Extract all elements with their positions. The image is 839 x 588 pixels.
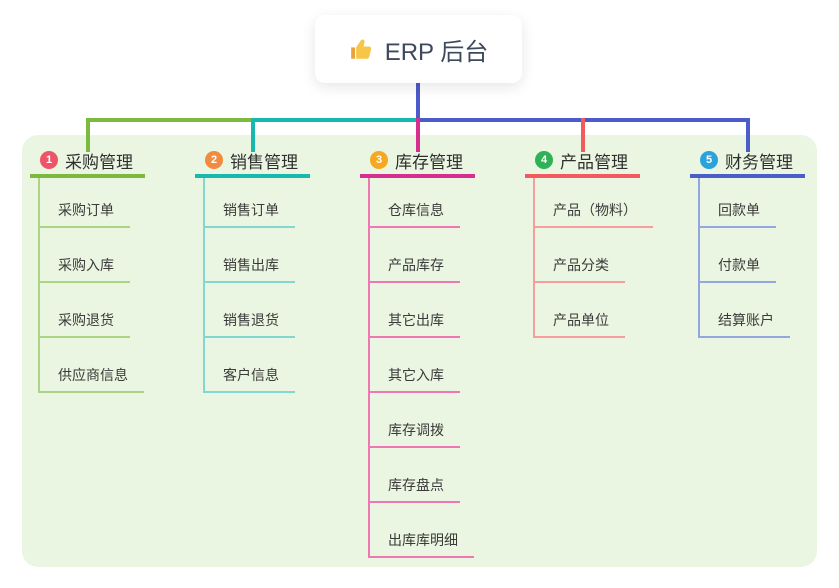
branch-3-number-badge: 3	[370, 151, 388, 169]
child-node-label: 供应商信息	[58, 367, 128, 383]
branch-children: 产品（物料） 产品分类产品单位	[533, 173, 653, 338]
child-node-label: 其它出库	[388, 312, 444, 328]
branch-5-title[interactable]: 5 财务管理	[690, 147, 793, 173]
children-connector-line	[698, 178, 700, 338]
child-node[interactable]: 结算账户	[698, 283, 790, 338]
child-node-label: 产品（物料）	[553, 202, 637, 218]
branch-4-number-badge: 4	[535, 151, 553, 169]
child-node[interactable]: 出库库明细	[368, 503, 474, 558]
branch-title-label: 库存管理	[395, 152, 463, 172]
bus-segment-green	[86, 118, 253, 122]
thumbs-up-icon	[349, 36, 375, 62]
child-node-label: 客户信息	[223, 367, 279, 383]
child-node[interactable]: 仓库信息	[368, 173, 460, 228]
child-node-label: 其它入库	[388, 367, 444, 383]
child-node[interactable]: 其它出库	[368, 283, 460, 338]
child-node-label: 销售出库	[223, 257, 279, 273]
children-connector-line	[203, 178, 205, 393]
branch-children: 仓库信息产品库存其它出库其它入库库存调拨库存盘点出库库明细	[368, 173, 474, 558]
branch-2: 2 销售管理销售订单销售出库销售退货客户信息	[195, 0, 365, 588]
child-node-label: 出库库明细	[388, 532, 458, 548]
child-node-label: 销售订单	[223, 202, 279, 218]
child-node-label: 库存盘点	[388, 477, 444, 493]
child-node-label: 产品库存	[388, 257, 444, 273]
child-node-label: 结算账户	[718, 312, 774, 328]
child-node-label: 库存调拨	[388, 422, 444, 438]
root-label: ERP 后台	[384, 38, 489, 66]
children-connector-line	[368, 178, 370, 558]
child-node-label: 产品分类	[553, 257, 609, 273]
child-node-label: 采购入库	[58, 257, 114, 273]
branch-2-title[interactable]: 2 销售管理	[195, 147, 298, 173]
branch-1-title[interactable]: 1 采购管理	[30, 147, 133, 173]
branch-4: 4 产品管理产品（物料） 产品分类产品单位	[525, 0, 695, 588]
branch-4-drop-line	[581, 118, 585, 152]
branch-2-drop-line	[251, 118, 255, 152]
branch-5-drop-line	[746, 118, 750, 152]
child-node[interactable]: 付款单	[698, 228, 776, 283]
branch-title-label: 采购管理	[65, 152, 133, 172]
branch-title-label: 产品管理	[560, 152, 628, 172]
branch-children: 回款单付款单结算账户	[698, 173, 790, 338]
child-node-label: 付款单	[718, 257, 760, 273]
branch-underline	[195, 174, 310, 178]
branch-3-drop-line	[416, 118, 420, 152]
children-connector-line	[38, 178, 40, 393]
branch-title-label: 销售管理	[230, 152, 298, 172]
branch-1-drop-line	[86, 118, 90, 152]
children-connector-line	[533, 178, 535, 338]
bus-segment-teal	[253, 118, 418, 122]
child-node[interactable]: 采购订单	[38, 173, 130, 228]
child-node[interactable]: 销售出库	[203, 228, 295, 283]
branch-3-title[interactable]: 3 库存管理	[360, 147, 463, 173]
child-node[interactable]: 产品（物料）	[533, 173, 653, 228]
child-node-label: 回款单	[718, 202, 760, 218]
branch-5-number-badge: 5	[700, 151, 718, 169]
child-node[interactable]: 回款单	[698, 173, 776, 228]
branch-1-number-badge: 1	[40, 151, 58, 169]
child-node-label: 采购订单	[58, 202, 114, 218]
branches-panel	[22, 135, 817, 567]
branch-underline	[525, 174, 640, 178]
branch-3: 3 库存管理仓库信息产品库存其它出库其它入库库存调拨库存盘点出库库明细	[360, 0, 530, 588]
child-node[interactable]: 供应商信息	[38, 338, 144, 393]
branch-underline	[690, 174, 805, 178]
child-node[interactable]: 采购退货	[38, 283, 130, 338]
child-node[interactable]: 其它入库	[368, 338, 460, 393]
child-node-label: 销售退货	[223, 312, 279, 328]
child-node-label: 采购退货	[58, 312, 114, 328]
child-node[interactable]: 库存盘点	[368, 448, 460, 503]
branch-underline	[360, 174, 475, 178]
child-node[interactable]: 产品分类	[533, 228, 625, 283]
branch-2-number-badge: 2	[205, 151, 223, 169]
branch-children: 销售订单销售出库销售退货客户信息	[203, 173, 295, 393]
child-node[interactable]: 销售订单	[203, 173, 295, 228]
branch-title-label: 财务管理	[725, 152, 793, 172]
branch-4-title[interactable]: 4 产品管理	[525, 147, 628, 173]
branch-1: 1 采购管理采购订单采购入库采购退货供应商信息	[30, 0, 200, 588]
branch-5: 5 财务管理回款单付款单结算账户	[690, 0, 839, 588]
child-node[interactable]: 采购入库	[38, 228, 130, 283]
branch-underline	[30, 174, 145, 178]
child-node-label: 仓库信息	[388, 202, 444, 218]
root-node[interactable]: ERP 后台	[315, 15, 522, 83]
root-stem-line	[416, 83, 420, 120]
child-node[interactable]: 销售退货	[203, 283, 295, 338]
child-node[interactable]: 客户信息	[203, 338, 295, 393]
child-node[interactable]: 产品库存	[368, 228, 460, 283]
child-node[interactable]: 库存调拨	[368, 393, 460, 448]
child-node[interactable]: 产品单位	[533, 283, 625, 338]
child-node-label: 产品单位	[553, 312, 609, 328]
branch-children: 采购订单采购入库采购退货供应商信息	[38, 173, 144, 393]
